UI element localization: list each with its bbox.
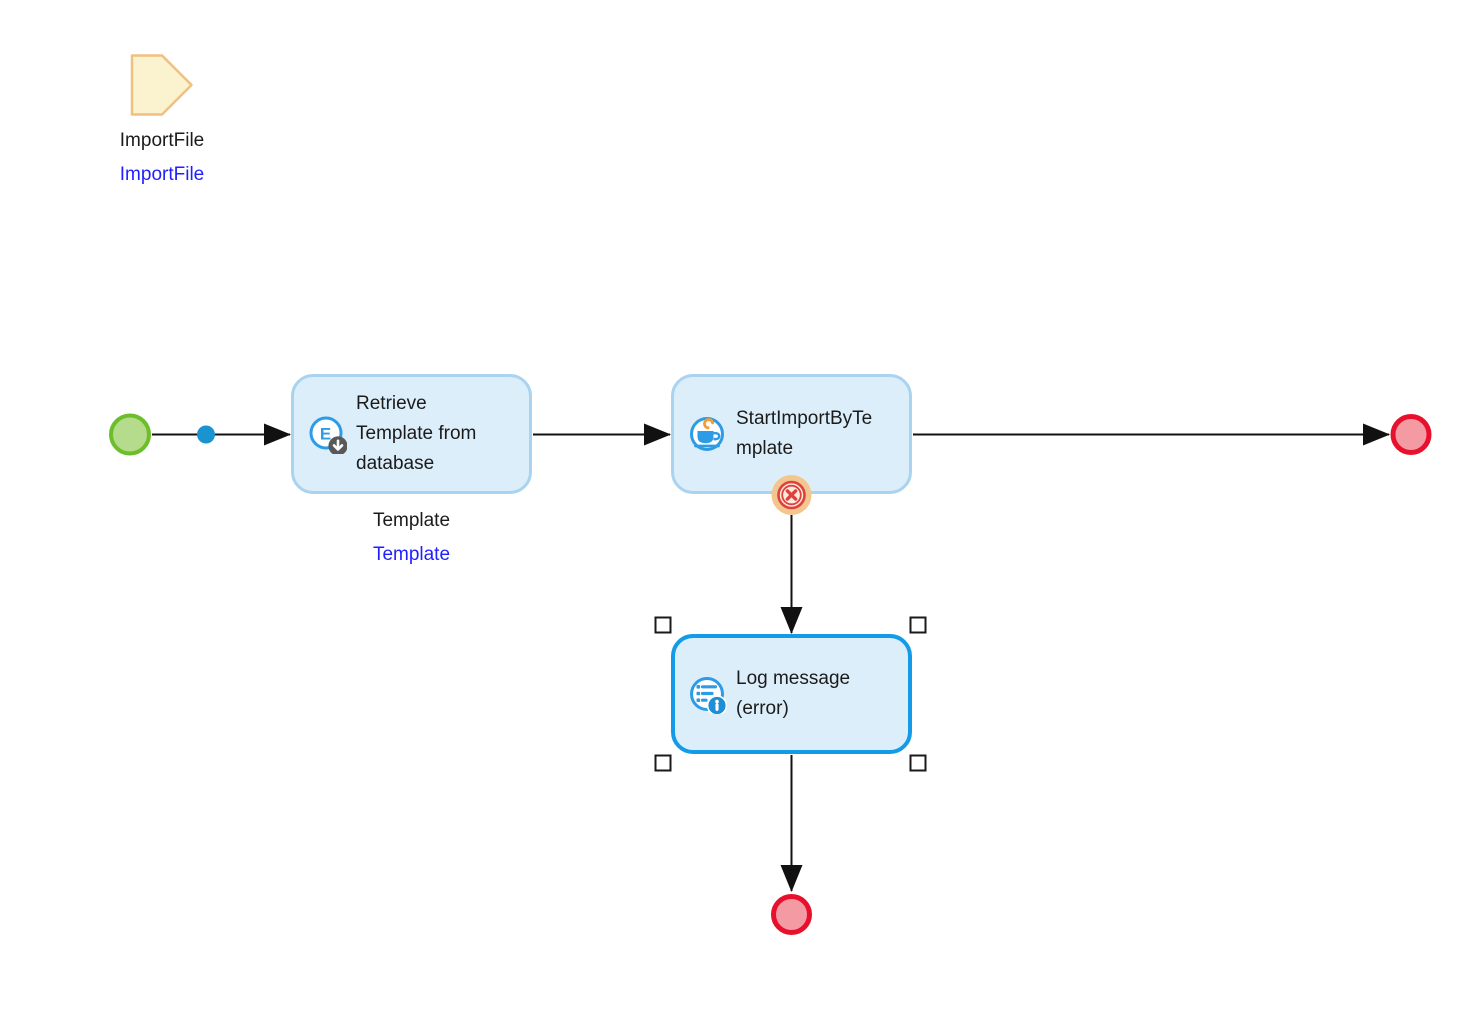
task-log-message-error[interactable]: Log message (error): [671, 634, 912, 754]
task-label: Retrieve Template from database: [356, 393, 477, 474]
task-start-import-by-template[interactable]: StartImportByTemplate: [671, 374, 912, 494]
task-label: Log message (error): [736, 668, 851, 719]
end-event-error[interactable]: [771, 894, 812, 935]
task-label: StartImportByTemplate: [736, 408, 873, 459]
selection-handle-top-left[interactable]: [654, 616, 672, 634]
data-object-link[interactable]: ImportFile: [119, 164, 205, 185]
export-download-icon: E: [309, 416, 347, 454]
task-annotation: Template: [372, 510, 451, 531]
task-retrieve-template[interactable]: E Retrieve Template from database: [291, 374, 532, 494]
coffee-script-icon: [690, 417, 724, 451]
log-info-icon: [690, 677, 727, 714]
flow-waypoint-dot[interactable]: [197, 425, 215, 444]
end-event-main[interactable]: [1390, 414, 1432, 455]
start-event[interactable]: [109, 413, 151, 456]
data-object-shape[interactable]: [130, 54, 193, 116]
data-object-label: ImportFile: [119, 130, 205, 151]
task-annotation-link[interactable]: Template: [372, 544, 451, 565]
svg-text:E: E: [320, 425, 331, 444]
selection-handle-bottom-right[interactable]: [909, 754, 927, 772]
selection-handle-top-right[interactable]: [909, 616, 927, 634]
selection-handle-bottom-left[interactable]: [654, 754, 672, 772]
